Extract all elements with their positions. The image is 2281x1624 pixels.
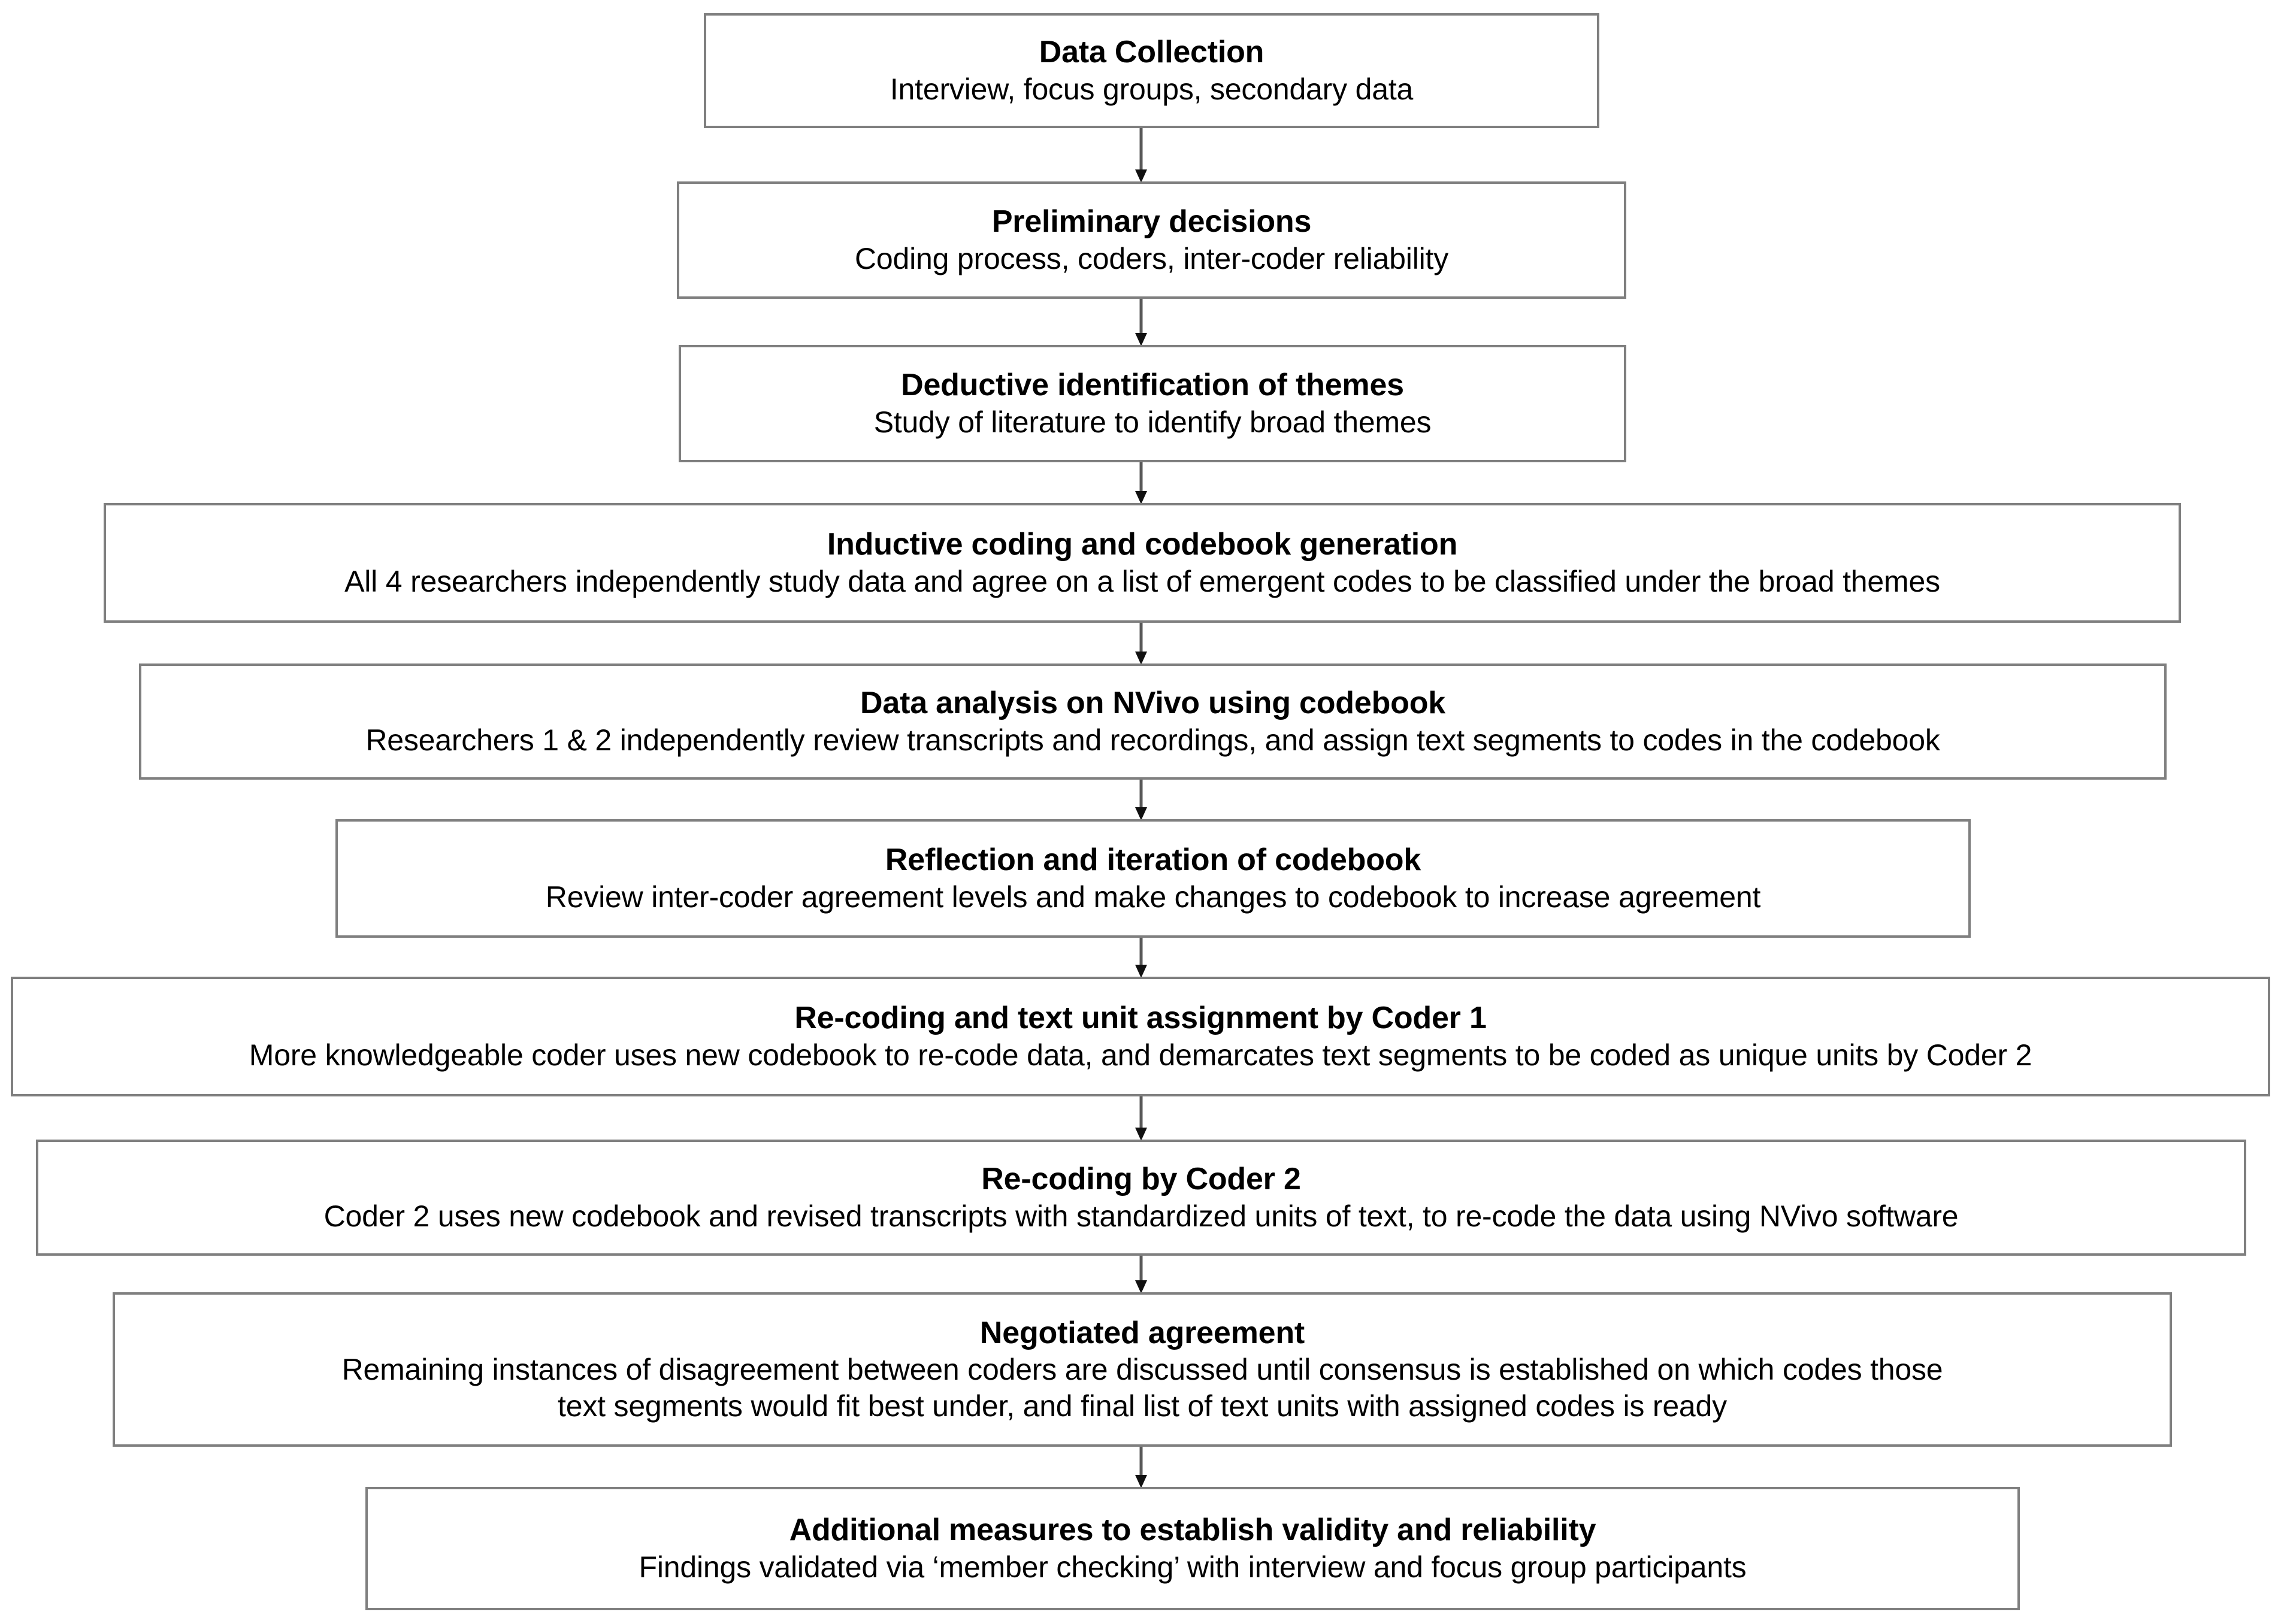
flow-step-title: Additional measures to establish validit…	[789, 1513, 1596, 1548]
flow-step-description-line: Researchers 1 & 2 independently review t…	[365, 723, 1940, 757]
flow-step-description-line: Coder 2 uses new codebook and revised tr…	[323, 1199, 1959, 1233]
flow-step-title: Re-coding and text unit assignment by Co…	[794, 1001, 1487, 1036]
flow-step-description-line: Coding process, coders, inter-coder reli…	[854, 241, 1449, 275]
flow-step-description: Study of literature to identify broad th…	[874, 404, 1432, 441]
flow-step-title: Preliminary decisions	[991, 204, 1312, 240]
flow-step-title: Negotiated agreement	[979, 1315, 1305, 1350]
flow-connector-arrow	[1130, 1447, 1152, 1488]
flow-step-title: Reflection and iteration of codebook	[885, 843, 1421, 878]
flow-step-title: Inductive coding and codebook generation	[827, 527, 1458, 562]
flow-step-description: Remaining instances of disagreement betw…	[342, 1352, 1943, 1425]
flow-step-inductive-coding-and-codebook-generation: Inductive coding and codebook generation…	[104, 503, 2181, 623]
flow-connector-arrow	[1130, 128, 1152, 183]
flow-step-title: Deductive identification of themes	[901, 368, 1404, 403]
flow-step-description-line: All 4 researchers independently study da…	[344, 564, 1940, 598]
flow-step-description: More knowledgeable coder uses new codebo…	[249, 1037, 2032, 1074]
flow-step-additional-measures-to-establish-validity-and-reliability: Additional measures to establish validit…	[365, 1487, 2020, 1610]
flow-connector-arrow	[1130, 299, 1152, 346]
flow-connector-arrow	[1130, 780, 1152, 820]
flow-step-description: Review inter-coder agreement levels and …	[545, 879, 1761, 916]
flow-step-title: Data analysis on NVivo using codebook	[860, 686, 1445, 721]
flow-step-description-line: text segments would fit best under, and …	[558, 1389, 1727, 1423]
flow-step-description: Findings validated via ‘member checking’…	[639, 1549, 1747, 1586]
flow-step-description-line: Interview, focus groups, secondary data	[890, 72, 1414, 106]
flow-step-description-line: Review inter-coder agreement levels and …	[545, 880, 1761, 914]
flow-step-description: All 4 researchers independently study da…	[344, 563, 1940, 600]
flow-connector-arrow	[1130, 938, 1152, 978]
flow-step-title: Data Collection	[1039, 35, 1264, 70]
flow-connector-arrow	[1130, 1256, 1152, 1293]
flow-connector-arrow	[1130, 462, 1152, 504]
flow-step-title: Re-coding by Coder 2	[981, 1162, 1301, 1197]
flow-connector-arrow	[1130, 623, 1152, 665]
flow-step-description-line: Study of literature to identify broad th…	[873, 405, 1432, 439]
flow-step-description: Interview, focus groups, secondary data	[890, 71, 1413, 108]
flow-step-re-coding-and-text-unit-assignment-by-coder-1: Re-coding and text unit assignment by Co…	[11, 977, 2270, 1096]
flow-step-description-line: Remaining instances of disagreement betw…	[341, 1353, 1943, 1387]
flow-step-description: Coder 2 uses new codebook and revised tr…	[324, 1198, 1959, 1235]
flow-step-description: Researchers 1 & 2 independently review t…	[365, 722, 1940, 759]
flow-step-description: Coding process, coders, inter-coder reli…	[855, 241, 1448, 277]
flow-step-description-line: More knowledgeable coder uses new codebo…	[249, 1038, 2032, 1072]
flow-connector-arrow	[1130, 1096, 1152, 1141]
flow-step-description-line: Findings validated via ‘member checking’…	[639, 1550, 1747, 1584]
